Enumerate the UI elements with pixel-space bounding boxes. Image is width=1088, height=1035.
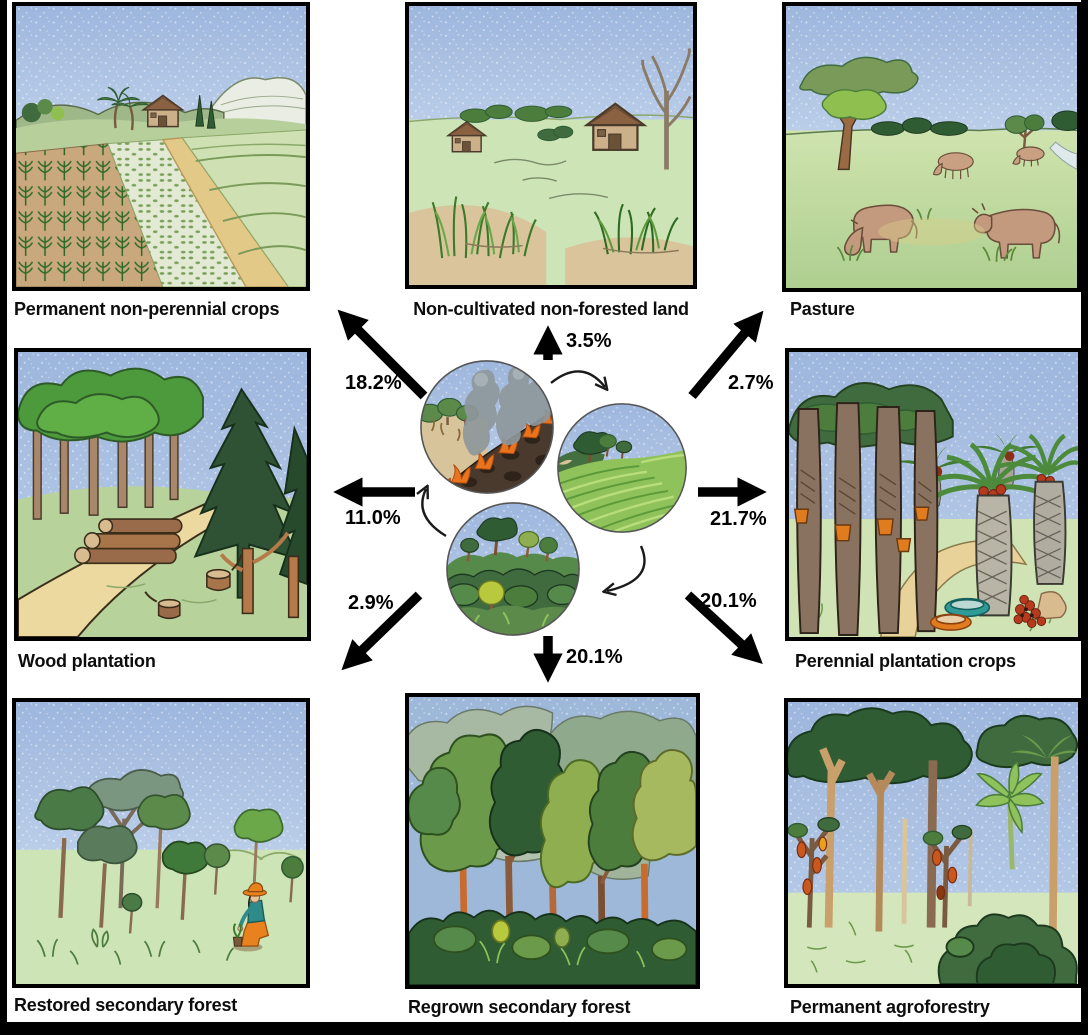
cycle-arrow-burn-to-grass: [550, 370, 605, 387]
cycle-arrow-regrowth-to-burn: [422, 489, 447, 538]
restored-forest-illustration: [16, 702, 306, 984]
cycle-stage-slash-and-burn: [420, 360, 554, 494]
panel-restored-secondary-forest: [12, 698, 310, 988]
tall-grass-left: [431, 196, 537, 259]
panel-regrown-secondary-forest: [405, 693, 700, 989]
dead-tree: [641, 48, 692, 170]
pct-right: 21.7%: [710, 508, 767, 530]
label-restored-secondary-forest: Restored secondary forest: [14, 995, 238, 1015]
wood-plantation-illustration: [18, 352, 307, 637]
upper-canopy: [788, 707, 1078, 785]
label-non-cultivated-non-forested-land: Non-cultivated non-forested land: [413, 299, 689, 319]
small-plants: [36, 928, 235, 965]
banana-plant: [975, 761, 1045, 870]
cycle-arrow-grass-to-regrowth: [607, 545, 646, 591]
cow-background-1: [932, 152, 974, 180]
pct-down-right: 20.1%: [700, 590, 757, 612]
collection-bowls: [929, 597, 991, 631]
tall-grass-right: [593, 203, 679, 255]
cow-grazing-left: [843, 204, 918, 256]
pct-left: 11.0%: [345, 507, 401, 529]
label-regrown-secondary-forest: Regrown secondary forest: [408, 997, 631, 1017]
tap-marks: [800, 469, 932, 515]
tree-stumps: [144, 554, 243, 620]
latex-buckets: [793, 506, 930, 553]
cow-background-2: [1012, 146, 1045, 167]
palm-fruit-pile: [1013, 591, 1067, 629]
small-trees-right: [1004, 114, 1045, 154]
label-permanent-non-perennial-crops: Permanent non-perennial crops: [14, 299, 280, 319]
cycle-stage-fallow-regrowth: [446, 502, 580, 636]
log-pile: [74, 518, 183, 565]
figure-border-right: [1081, 0, 1088, 1035]
conifers: [193, 387, 307, 599]
trees-right: [203, 808, 304, 903]
label-pasture: Pasture: [790, 299, 855, 319]
ground-marks: [807, 921, 914, 973]
corn-field: [16, 143, 164, 287]
rice-paddies: [107, 129, 306, 287]
pasture-illustration: [786, 6, 1077, 288]
palm-fronds: [1010, 735, 1078, 759]
trees-center: [136, 794, 210, 920]
panel-permanent-non-perennial-crops: [12, 2, 310, 291]
large-acacia-tree: [799, 56, 919, 171]
horizon-bushes: [459, 104, 573, 123]
oil-palm-main: [932, 442, 1051, 617]
cow-standing-right: [971, 203, 1061, 259]
cacao-tree-center: [922, 824, 973, 928]
pct-up-right: 2.7%: [728, 372, 774, 394]
pct-up: 3.5%: [566, 330, 612, 352]
understory: [409, 909, 696, 985]
shrub-layer: [937, 913, 1078, 984]
trees-left: [34, 786, 138, 928]
main-canopies: [409, 728, 696, 889]
label-perennial-plantation-crops: Perennial plantation crops: [795, 651, 1016, 671]
pct-down: 20.1%: [566, 646, 623, 668]
tall-trunks: [819, 747, 1059, 932]
panel-pasture: [782, 2, 1081, 292]
oil-palm-right: [996, 433, 1078, 585]
panel-perennial-plantation-crops: [785, 348, 1082, 641]
panel-wood-plantation: [14, 348, 311, 641]
label-permanent-agroforestry: Permanent agroforestry: [790, 997, 990, 1017]
person-planting: [232, 882, 270, 952]
figure-border-left: [0, 0, 7, 1035]
cycle-stage-cultivated-grassland: [557, 403, 687, 533]
panel-permanent-agroforestry: [784, 698, 1082, 988]
crops-illustration: [16, 6, 306, 287]
regrown-forest-illustration: [409, 697, 696, 985]
label-wood-plantation: Wood plantation: [18, 651, 156, 671]
cacao-tree-left: [788, 817, 840, 928]
horizon-trees: [870, 110, 1077, 136]
figure-border-bottom: [0, 1022, 1088, 1035]
palm-trees: [96, 86, 149, 131]
grass-tufts: [836, 207, 1017, 262]
panel-non-cultivated-non-forested-land: [405, 2, 697, 289]
rubber-trees: [789, 382, 954, 637]
pct-up-left: 18.2%: [345, 372, 402, 394]
plantation-canopy: [18, 367, 204, 443]
plantation-crops-illustration: [789, 352, 1078, 637]
agroforestry-illustration: [788, 702, 1078, 984]
pct-down-left: 2.9%: [348, 592, 394, 614]
non-cultivated-land-illustration: [409, 6, 693, 285]
